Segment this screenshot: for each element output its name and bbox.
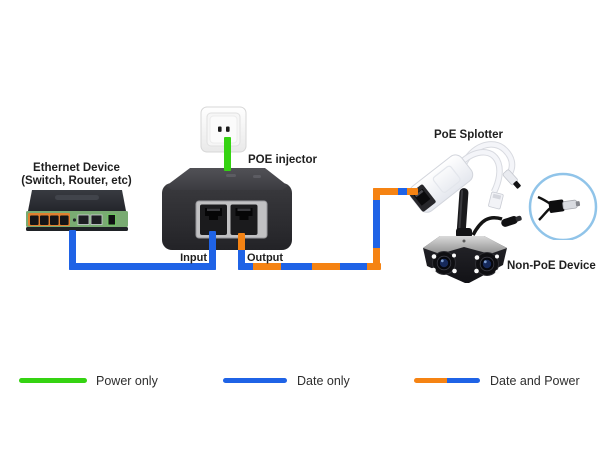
legend-power-only-label: Power only: [96, 374, 158, 388]
poe-injector-label: POE injector: [248, 154, 318, 166]
dc-connector-detail-magnifier: [528, 172, 598, 240]
data-power-cable-right-vertical: [373, 188, 380, 270]
poe-splitter-label: PoE Splotter: [434, 129, 504, 141]
ethernet-switch-icon: [26, 190, 128, 231]
input-port-label: Input: [180, 252, 207, 264]
data-cable-switch-vertical: [69, 230, 76, 270]
camera-lens-right: [474, 252, 500, 276]
data-cable-switch-horizontal: [69, 263, 216, 270]
power-cable-outlet-to-injector: [224, 137, 231, 171]
ethernet-device-label-line2: (Switch, Router, etc): [21, 175, 132, 187]
poe-injector-icon: [162, 168, 292, 250]
legend-date-and-power-label: Date and Power: [490, 374, 580, 388]
non-poe-camera-icon: [423, 188, 507, 283]
output-cable-vertical: [238, 233, 245, 270]
rj45-connector: [488, 191, 504, 210]
ethernet-device-label: Ethernet Device (Switch, Router, etc): [14, 162, 139, 188]
legend-date-only-label: Date only: [297, 374, 350, 388]
camera-lens-left: [431, 251, 457, 275]
camera-pigtail-cable: [471, 215, 503, 236]
wall-outlet-icon: [200, 106, 247, 153]
camera-antenna: [456, 188, 469, 238]
legend-power-only-line: [19, 378, 87, 383]
legend-date-only-line: [223, 378, 287, 383]
non-poe-device-label: Non-PoE Device: [507, 260, 596, 272]
poe-splitter-icon: [409, 141, 598, 240]
output-port-label: Output: [247, 252, 284, 264]
pigtail-connector: [501, 215, 522, 227]
data-power-cable-bottom: [238, 263, 381, 270]
ethernet-device-label-line1: Ethernet Device: [33, 162, 120, 174]
legend-date-and-power-line: [414, 378, 480, 383]
data-power-cable-to-splitter: [373, 188, 418, 195]
data-cable-input-vertical: [209, 231, 216, 270]
dc-barrel-connector: [502, 169, 521, 189]
